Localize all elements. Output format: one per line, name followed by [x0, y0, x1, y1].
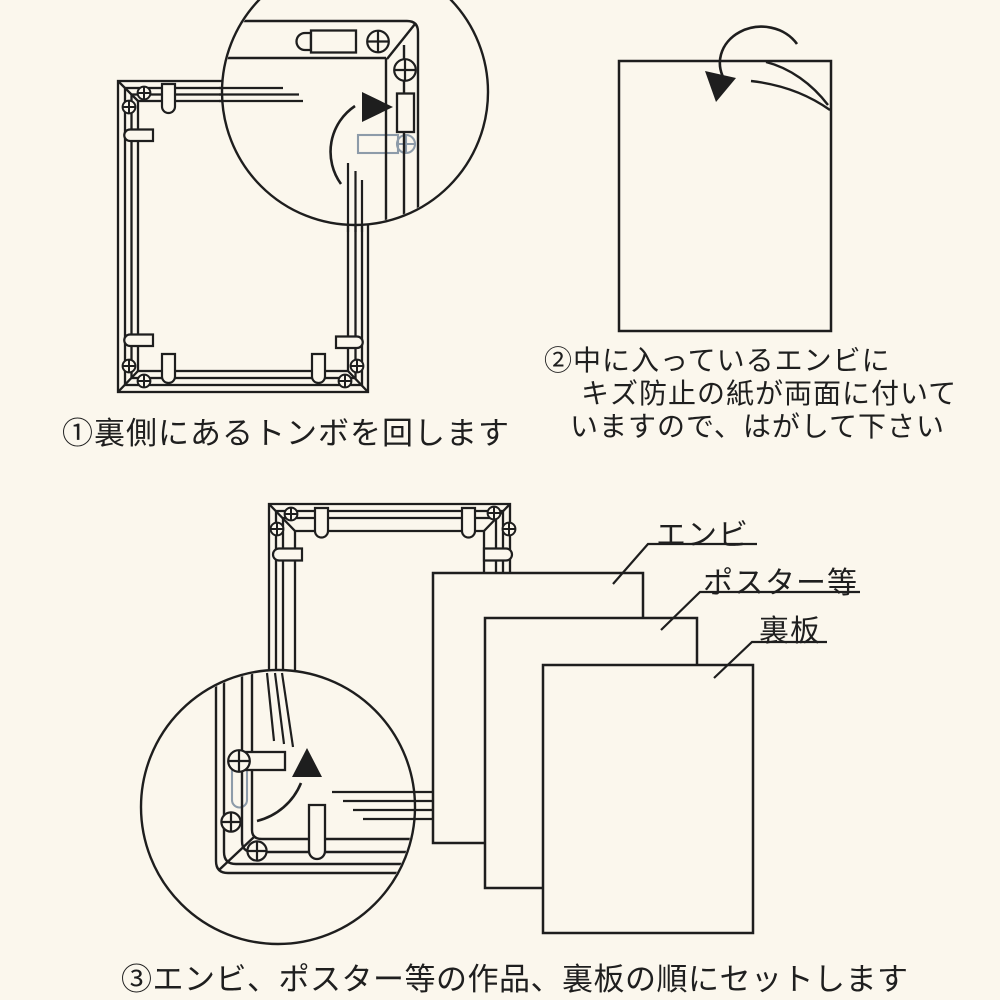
backboard-sheet [541, 663, 755, 935]
tonbo-clip-magnified [243, 750, 287, 772]
envi-sheet-diagram [617, 25, 833, 333]
label-leader-lines [612, 542, 860, 679]
envi-sheet [617, 59, 833, 333]
step2-caption: ②中に入っているエンビに キズ防止の紙が両面に付いて いますので、はがして下さい [544, 344, 957, 443]
tonbo-clip-magnified [307, 803, 327, 861]
poster-leader [660, 590, 860, 631]
tonbo-clip [271, 506, 514, 562]
peel-flap [750, 60, 831, 111]
envi-sheet-label: エンビ [656, 519, 749, 552]
step1-caption: ①裏側にあるトンボを回します [62, 416, 510, 451]
peel-arrowhead-icon [705, 71, 736, 102]
rotation-arrowhead-icon [362, 92, 393, 122]
tonbo-ghost-position [356, 133, 417, 155]
step2-caption-line2: キズ防止の紙が両面に付いて [581, 378, 958, 409]
poster-sheet-label: ポスター等 [703, 567, 858, 600]
rotation-arrowhead-icon [292, 748, 322, 777]
tonbo-clip [123, 82, 364, 385]
step2-caption-line1: ②中に入っているエンビに [544, 345, 891, 376]
backboard-leader [713, 640, 827, 679]
rotation-arrow-icon [256, 782, 303, 823]
rotation-arrow-icon [329, 104, 356, 185]
envi-leader [612, 542, 757, 585]
step3-caption: ③エンビ、ポスター等の作品、裏板の順にセットします [121, 962, 909, 997]
magnifier-leader-lines-top [219, 86, 364, 232]
tonbo-detail-bottom [214, 672, 410, 875]
tonbo-clip-magnified [295, 29, 416, 134]
magnifier-leader-lines-bottom [332, 790, 432, 821]
magnifier-leader-lines [265, 672, 295, 748]
peel-arrow-icon [718, 25, 799, 83]
miter-joint [117, 80, 369, 393]
sheet-stack [431, 571, 755, 935]
tonbo-ghost-position [230, 763, 249, 809]
tonbo-detail-top [223, 19, 420, 224]
backboard-sheet-label: 裏板 [759, 615, 821, 648]
frame-assembly-diagram [267, 502, 517, 671]
step2-caption-line3: いますので、はがして下さい [570, 411, 946, 442]
magnifier-circle-bottom [139, 668, 417, 946]
